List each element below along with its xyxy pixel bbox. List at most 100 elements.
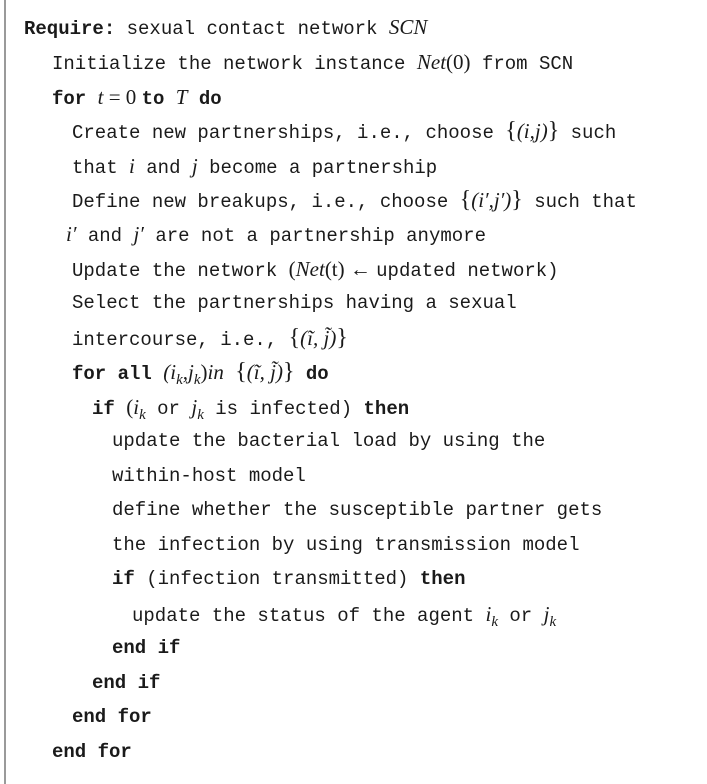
var-j-prime: j′	[133, 222, 144, 246]
set-close-brace: }	[282, 359, 295, 385]
algorithm-box: Require: sexual contact network SCN Init…	[4, 0, 707, 784]
forall-pair-open: (i	[163, 360, 177, 384]
require-text: sexual contact network	[126, 18, 378, 40]
update-network-line: Update the network (Net(t) ← updated net…	[72, 252, 559, 286]
breakup-line2-post: are not a partnership anymore	[155, 225, 486, 247]
end-if-inner: end if	[112, 631, 180, 665]
select-text: Select the partnerships having a sexual	[72, 292, 517, 314]
if-open: (	[126, 395, 134, 419]
bacterial-line-2: within-host model	[112, 459, 306, 493]
create-pair: (i,j)	[516, 119, 548, 143]
do-keyword: do	[198, 88, 222, 110]
sub-k: k	[549, 613, 557, 630]
define-line1: define whether the susceptible partner g…	[112, 499, 603, 521]
var-j-k: j	[543, 602, 550, 626]
in-text: in	[207, 360, 224, 384]
for-all-line: for all (ik,jk)in {(ĩ, j̃)} do	[72, 355, 329, 389]
if-cond-post: is infected)	[215, 398, 353, 420]
select-line2: intercourse, i.e.,	[72, 329, 278, 351]
set-open-brace: {	[288, 325, 301, 351]
if-transmitted-line: if (infection transmitted) then	[112, 562, 465, 596]
update-net: Net	[295, 257, 325, 281]
var-i: i	[129, 154, 135, 178]
define-line-1: define whether the susceptible partner g…	[112, 493, 602, 527]
create-line-1: Create new partnerships, i.e., choose {(…	[72, 114, 616, 148]
sub-k: k	[139, 406, 146, 423]
for-eq: = 0	[103, 85, 142, 109]
select-line-2: intercourse, i.e., {(ĩ, j̃)}	[72, 321, 348, 355]
create-line-2: that i and j become a partnership	[72, 149, 437, 183]
init-net: Net	[416, 50, 447, 74]
and-text: and	[146, 157, 181, 179]
end-if-outer: end if	[92, 666, 160, 700]
breakup-line-1: Define new breakups, i.e., choose {(i′,j…	[72, 183, 637, 217]
update-open: (	[288, 257, 296, 281]
and-text: and	[87, 225, 123, 247]
update-arg: (t)	[324, 257, 345, 281]
define-line2: the infection by using transmission mode…	[112, 534, 580, 556]
set-open-brace: {	[459, 187, 472, 213]
sub-k: k	[491, 613, 498, 630]
set-open-brace: {	[505, 118, 517, 144]
select-line-1: Select the partnerships having a sexual	[72, 286, 517, 320]
sub-k: k	[197, 406, 204, 423]
breakup-pair: (i′,j′)	[471, 188, 512, 212]
set-close-brace: }	[336, 325, 348, 351]
create-line2-pre: that	[72, 157, 118, 179]
for-t-line: for t = 0 to T do	[52, 80, 222, 114]
create-line2-post: become a partnership	[209, 157, 438, 179]
forall-comma-j: ,j	[182, 360, 194, 384]
update-arrow: ←	[344, 257, 377, 281]
var-i-k: i	[485, 602, 492, 626]
if-infected-line: if (ik or jk is infected) then	[92, 390, 409, 424]
init-line: Initialize the network instance Net(0) f…	[52, 45, 573, 79]
init-prefix: Initialize the network instance	[52, 53, 406, 75]
breakup-line-2: i′ and j′ are not a partnership anymore	[66, 217, 486, 251]
init-arg: (0)	[446, 50, 471, 74]
require-var: SCN	[388, 15, 428, 39]
to-keyword: to	[141, 88, 165, 110]
set-close-brace: }	[511, 187, 523, 213]
for-keyword: for	[52, 88, 87, 110]
end-for-inner: end for	[72, 700, 152, 734]
end-for-keyword: end for	[72, 706, 152, 728]
sub-k: k	[176, 371, 183, 388]
status-line: update the status of the agent ik or jk	[132, 597, 556, 631]
create-text: Create new partnerships, i.e., choose	[72, 122, 494, 144]
sub-k: k	[193, 371, 201, 388]
define-line-2: the infection by using transmission mode…	[112, 528, 579, 562]
breakup-suffix: such that	[534, 191, 637, 213]
var-j-k: j	[191, 395, 198, 419]
bacterial-line-1: update the bacterial load by using the	[112, 424, 545, 458]
then-keyword: then	[419, 568, 466, 590]
bact-line1: update the bacterial load by using the	[112, 430, 546, 452]
forall-close: )	[200, 360, 208, 384]
if-keyword: if	[92, 398, 115, 420]
init-suffix: from SCN	[481, 53, 574, 75]
end-for-outer: end for	[52, 735, 132, 769]
forall-set-pair: (ĩ, j̃)	[246, 360, 283, 384]
end-if-keyword: end if	[92, 672, 161, 694]
breakup-text: Define new breakups, i.e., choose	[72, 191, 449, 213]
do-keyword: do	[305, 363, 329, 385]
var-j: j	[191, 154, 198, 178]
set-open-brace: {	[235, 359, 247, 385]
if-keyword: if	[112, 568, 135, 590]
or-text: or	[509, 605, 533, 627]
update-post: updated network)	[376, 260, 559, 282]
select-pair: (ĩ, j̃)	[300, 326, 337, 350]
create-suffix: such	[570, 122, 617, 144]
set-close-brace: }	[547, 118, 560, 144]
var-i-k: i	[133, 395, 140, 419]
if2-cond: (infection transmitted)	[146, 568, 409, 590]
bact-line2: within-host model	[112, 465, 306, 487]
update-text: Update the network	[72, 260, 278, 282]
for-all-keyword: for all	[72, 363, 152, 385]
var-i-prime: i′	[66, 222, 77, 246]
then-keyword: then	[363, 398, 410, 420]
end-if-keyword: end if	[112, 637, 181, 659]
end-for-keyword: end for	[52, 741, 132, 763]
require-line: Require: sexual contact network SCN	[24, 10, 427, 44]
for-var-t: t	[97, 85, 104, 109]
or-text: or	[157, 398, 180, 420]
